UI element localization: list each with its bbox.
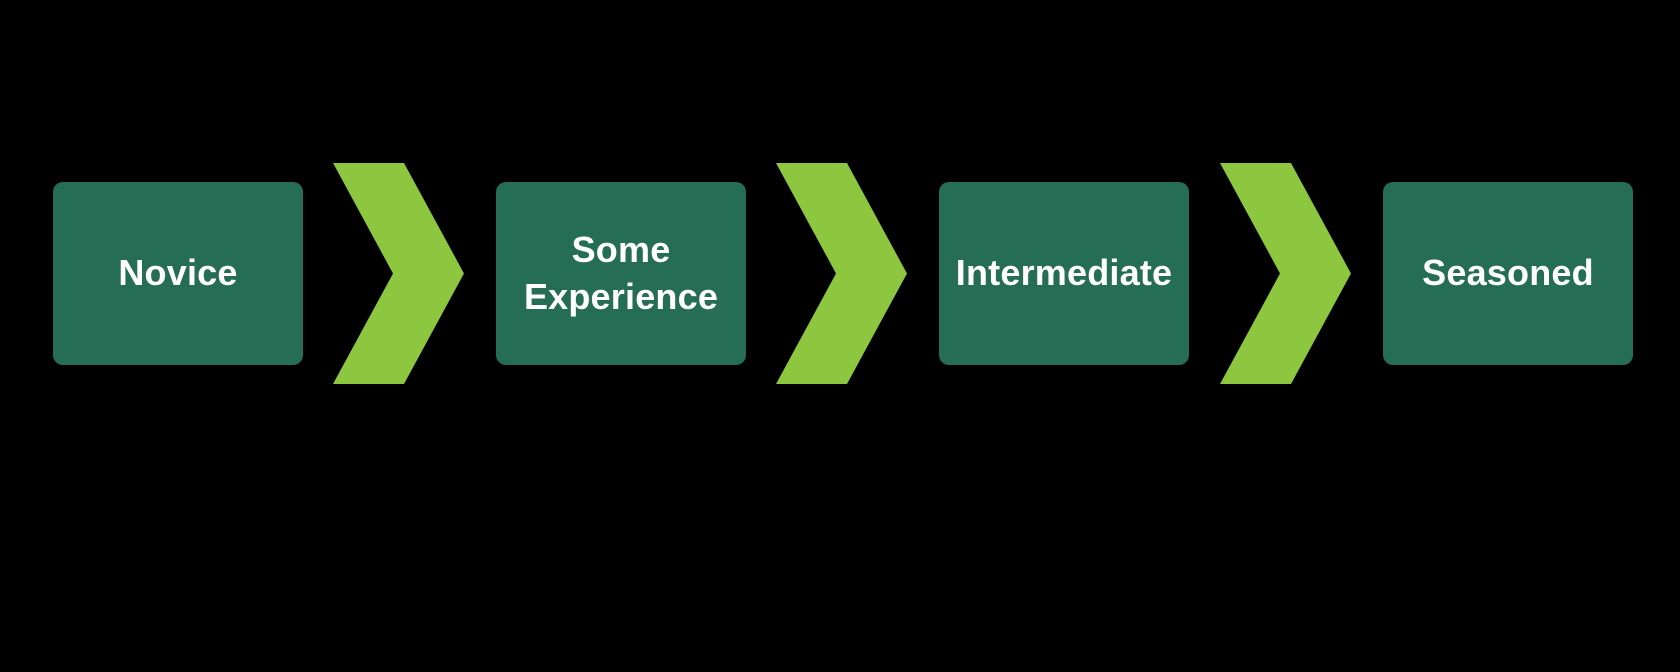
step-box-4: Seasoned	[1383, 182, 1633, 365]
chevron-right-icon	[333, 163, 464, 384]
step-box-2: Some Experience	[496, 182, 746, 365]
chevron-right-icon	[776, 163, 907, 384]
step-box-3: Intermediate	[939, 182, 1189, 365]
step-label: Seasoned	[1422, 252, 1594, 294]
step-box-1: Novice	[53, 182, 303, 365]
step-label: Novice	[118, 252, 238, 294]
step-label: Some Experience	[523, 229, 719, 317]
step-label: Intermediate	[955, 252, 1173, 294]
chevron-right-icon	[1220, 163, 1351, 384]
